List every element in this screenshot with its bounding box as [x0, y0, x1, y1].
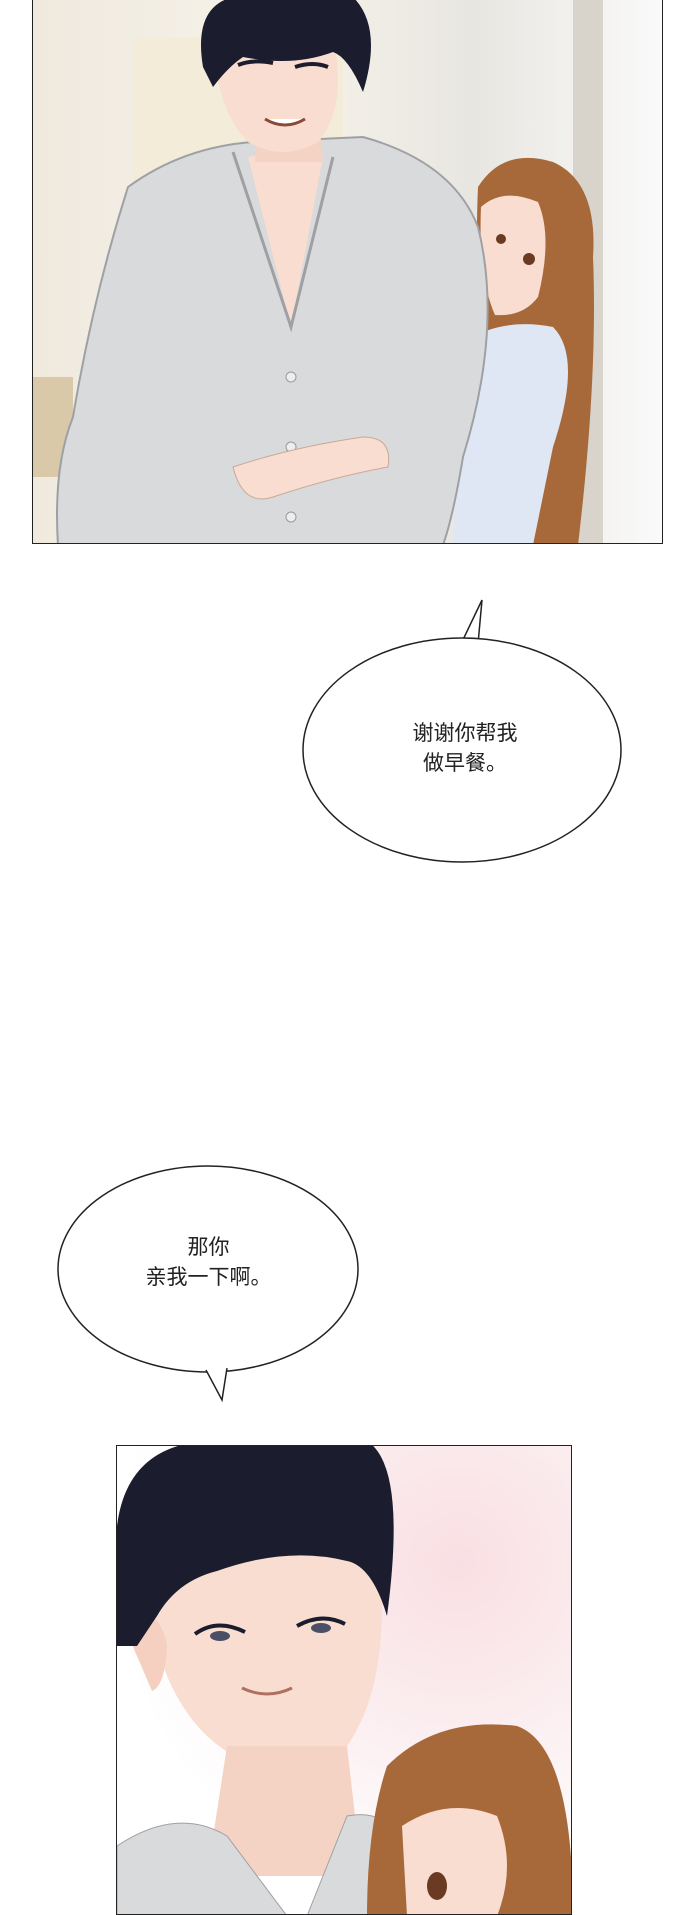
shirt-button-1 [285, 371, 297, 383]
speech-bubble-1-text: 谢谢你帮我 做早餐。 [300, 718, 630, 778]
man-smile [264, 117, 306, 127]
man-eye-right [294, 62, 329, 69]
speech-bubble-1-shape [302, 599, 622, 863]
speech-bubble-2-shape [57, 1165, 359, 1403]
comic-panel-bottom [116, 1445, 572, 1915]
man-hair [117, 1446, 394, 1646]
speech-bubble-2-text: 那你 亲我一下啊。 [56, 1232, 361, 1292]
man-eye-left [193, 1623, 246, 1636]
shirt-button-3 [285, 511, 297, 523]
man-smile [241, 1686, 293, 1696]
speech-bubble-2: 那你 亲我一下啊。 [56, 1165, 361, 1405]
speech-bubble-1-line-2: 做早餐。 [423, 751, 507, 775]
man-shirt-left [117, 1822, 287, 1914]
man-eye-right [296, 1616, 346, 1628]
man-iris-left [210, 1631, 230, 1641]
panel-bottom-illustration [117, 1446, 571, 1914]
man-neck [207, 1746, 362, 1876]
man-iris-right [311, 1623, 331, 1633]
comic-panel-top [32, 0, 663, 544]
man-eye-left [237, 59, 274, 67]
man-hair [201, 0, 371, 92]
woman-face [402, 1808, 507, 1914]
woman-eye [427, 1872, 447, 1900]
speech-bubble-2-line-2: 亲我一下啊。 [145, 1265, 272, 1289]
woman-arm [232, 436, 390, 500]
shirt-collar [231, 151, 335, 333]
man-chest [248, 147, 323, 327]
woman-eye-left [496, 234, 506, 244]
speech-bubble-2-line-1: 那你 [187, 1235, 230, 1259]
speech-bubble-1: 谢谢你帮我 做早餐。 [300, 599, 630, 870]
woman-face [480, 195, 546, 316]
woman-eye-right [523, 253, 535, 265]
speech-bubble-1-line-1: 谢谢你帮我 [412, 721, 518, 745]
panel-top-illustration [33, 0, 603, 543]
